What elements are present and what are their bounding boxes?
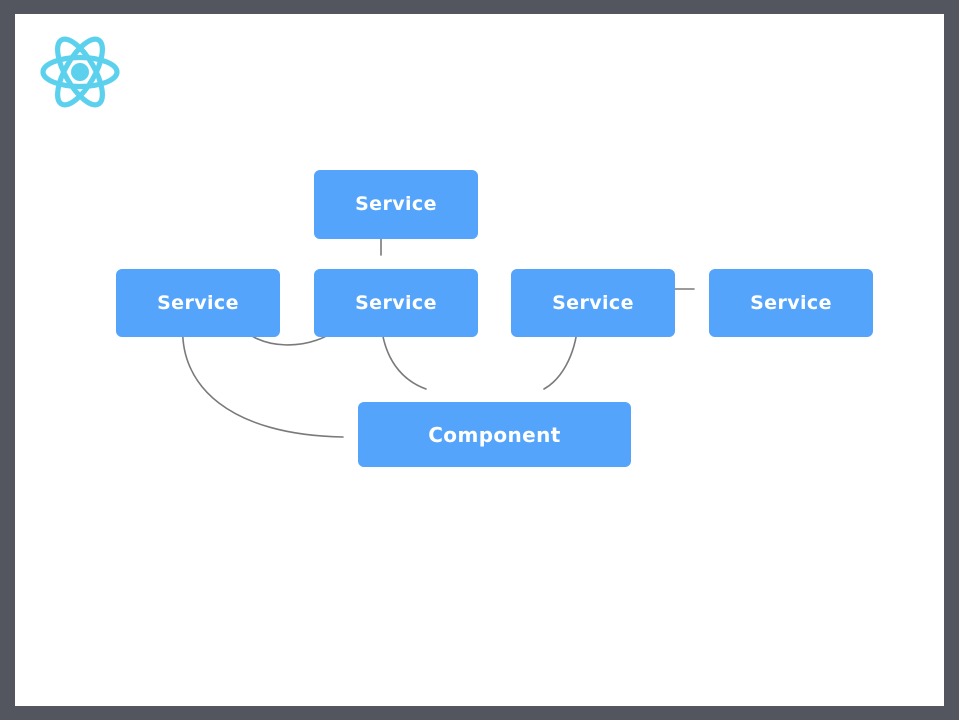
node-label: Service [750,291,832,314]
node-label: Service [355,291,437,314]
react-logo [40,36,120,108]
node-service-left[interactable]: Service [116,269,280,337]
react-logo-nucleus [71,63,89,81]
node-label: Service [157,291,239,314]
node-service-far-right[interactable]: Service [709,269,873,337]
node-component-main[interactable]: Component [358,402,631,467]
node-service-right[interactable]: Service [511,269,675,337]
slide-canvas: Service Service Service Service Service … [15,14,944,706]
node-service-middle[interactable]: Service [314,269,478,337]
node-service-top[interactable]: Service [314,170,478,239]
node-label: Component [428,422,561,447]
node-label: Service [355,193,437,215]
diagram-connectors [181,224,695,438]
node-label: Service [552,291,634,314]
connector-left-to-component [181,322,344,438]
